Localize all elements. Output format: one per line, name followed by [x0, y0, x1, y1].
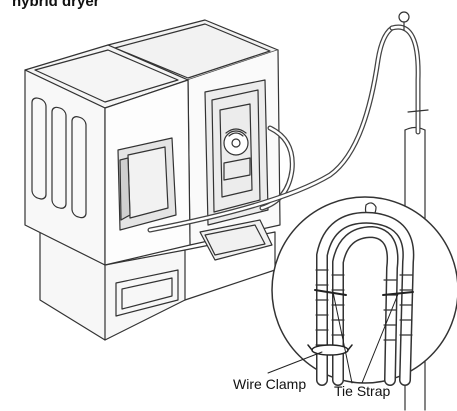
wire-clamp-leader: [267, 351, 323, 374]
tie-strap-leader-left: [332, 291, 353, 384]
callout-leaders: [267, 291, 399, 384]
dryer-unit-right: [107, 19, 281, 261]
figure-heading: hybrid dryer: [12, 0, 100, 10]
pedestal-drawers: [39, 227, 276, 341]
tie-strap-label: Tie Strap: [334, 383, 391, 399]
washer-unit-left: [24, 44, 191, 266]
detail-magnifier: [271, 196, 457, 386]
drain-hose: [147, 25, 395, 233]
wire-clamp-label: Wire Clamp: [233, 376, 307, 392]
tie-strap-leader-right: [361, 293, 399, 384]
